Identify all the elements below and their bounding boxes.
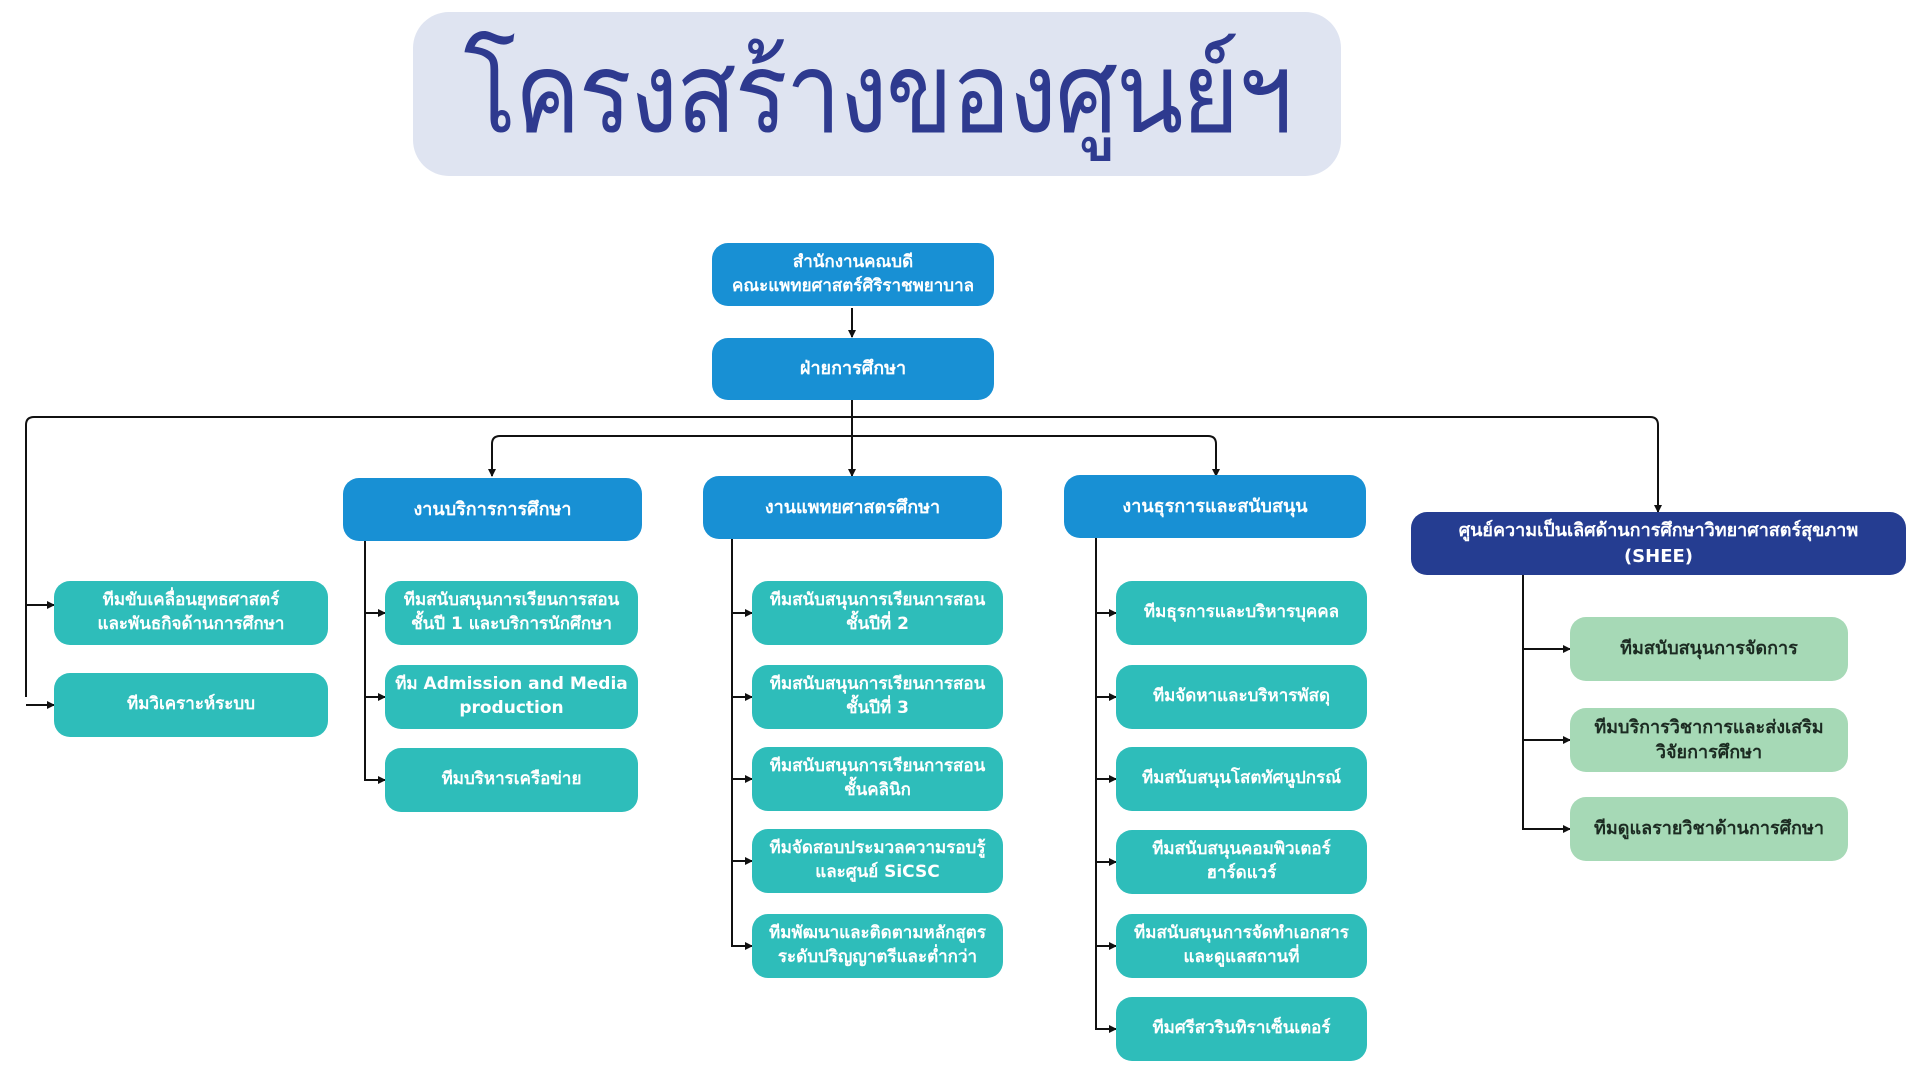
- connector-inner-bus-right: [852, 435, 1217, 476]
- shee-team-3: ทีมดูแลรายวิชาด้านการศึกษา: [1570, 797, 1848, 861]
- shee-team-1: ทีมสนับสนุนการจัดการ: [1570, 617, 1848, 681]
- me-team-4: ทีมจัดสอบประมวลความรอบรู้ และศูนย์ SiCSC: [752, 829, 1003, 893]
- me-team-5: ทีมพัฒนาและติดตามหลักสูตร ระดับปริญญาตรี…: [752, 914, 1003, 978]
- connector-shee-children: [1522, 575, 1570, 830]
- adm-team-6: ทีมศรีสวรินทิราเซ็นเตอร์: [1116, 997, 1367, 1061]
- direct-team-strategy: ทีมขับเคลื่อนยุทธศาสตร์ และพันธกิจด้านกา…: [54, 581, 328, 645]
- dean-office-box: สำนักงานคณบดี คณะแพทยศาสตร์ศิริราชพยาบาล: [712, 243, 994, 306]
- education-division-box: ฝ่ายการศึกษา: [712, 338, 994, 400]
- adm-team-2: ทีมจัดหาและบริหารพัสดุ: [1116, 665, 1367, 729]
- shee-team-2: ทีมบริการวิชาการและส่งเสริม วิจัยการศึกษ…: [1570, 708, 1848, 772]
- es-team-1: ทีมสนับสนุนการเรียนการสอน ชั้นปี 1 และบร…: [385, 581, 638, 645]
- connector-medical-education-children: [731, 538, 752, 947]
- adm-team-4: ทีมสนับสนุนคอมพิวเตอร์ ฮาร์ดแวร์: [1116, 830, 1367, 894]
- adm-team-3: ทีมสนับสนุนโสตทัศนูปกรณ์: [1116, 747, 1367, 811]
- me-team-2: ทีมสนับสนุนการเรียนการสอน ชั้นปีที่ 3: [752, 665, 1003, 729]
- adm-team-5: ทีมสนับสนุนการจัดทำเอกสาร และดูแลสถานที่: [1116, 914, 1367, 978]
- me-team-1: ทีมสนับสนุนการเรียนการสอน ชั้นปีที่ 2: [752, 581, 1003, 645]
- connector-administration-children: [1095, 538, 1116, 1030]
- connector-education-services-children: [364, 540, 385, 781]
- adm-team-1: ทีมธุรการและบริหารบุคคล: [1116, 581, 1367, 645]
- es-team-3: ทีมบริหารเครือข่าย: [385, 748, 638, 812]
- page-title: โครงสร้างของศูนย์ฯ: [463, 29, 1293, 159]
- connector-outer-bus: [25, 416, 1659, 697]
- department-shee: ศูนย์ความเป็นเลิศด้านการศึกษาวิทยาศาสตร์…: [1411, 512, 1906, 575]
- title-banner: โครงสร้างของศูนย์ฯ: [413, 12, 1341, 176]
- me-team-3: ทีมสนับสนุนการเรียนการสอน ชั้นคลินิก: [752, 747, 1003, 811]
- department-education-services: งานบริการการศึกษา: [343, 478, 642, 541]
- es-team-2: ทีม Admission and Media production: [385, 665, 638, 729]
- direct-team-system-analysis: ทีมวิเคราะห์ระบบ: [54, 673, 328, 737]
- connector-inner-bus-left: [491, 435, 852, 476]
- department-administration: งานธุรการและสนับสนุน: [1064, 475, 1366, 538]
- department-medical-education: งานแพทยศาสตรศึกษา: [703, 476, 1002, 539]
